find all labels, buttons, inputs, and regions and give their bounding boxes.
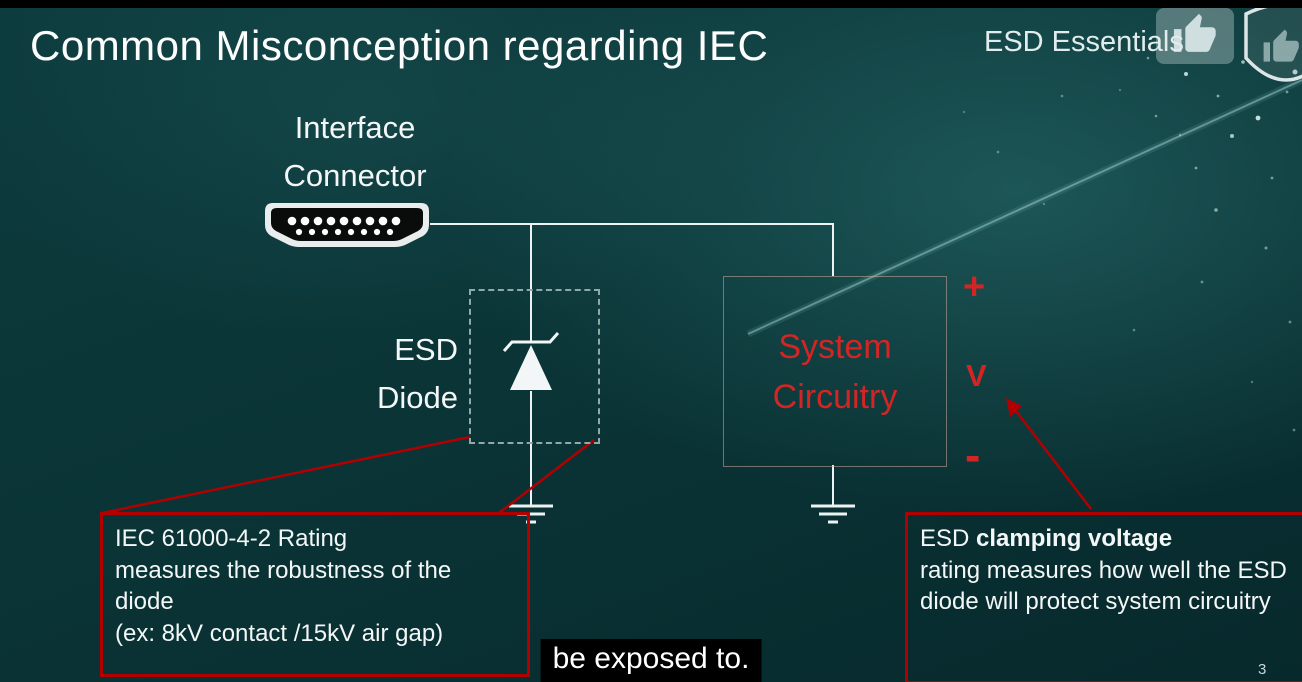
iec-rating-callout: IEC 61000-4-2 Rating measures the robust… (100, 512, 530, 677)
clamping-arrow-icon (1006, 398, 1092, 510)
system-circuitry-label-line1: System (778, 327, 892, 366)
clamping-text-rest: rating measures how well the ESD diode w… (920, 556, 1287, 616)
circuit-wires (430, 223, 834, 505)
callout-leader-lines (101, 435, 595, 515)
tvs-diode-icon (502, 332, 560, 390)
clamping-text-bold: clamping voltage (976, 525, 1173, 552)
shield-icon (1244, 2, 1302, 82)
clamping-text-prefix: ESD (920, 525, 977, 552)
polarity-minus: - (965, 429, 981, 481)
voltage-label: V (966, 358, 987, 393)
hdmi-connector-icon (265, 203, 429, 247)
system-circuitry-label-line2: Circuitry (772, 377, 898, 416)
subtitle-caption: be exposed to. (540, 639, 762, 682)
esd-diode-label-line2: Diode (377, 380, 458, 415)
esd-diode-label: ESD Diode (330, 326, 458, 422)
iec-rating-line3: (ex: 8kV contact /15kV air gap) (115, 619, 444, 647)
interface-connector-label-line2: Connector (283, 158, 427, 193)
thumbs-up-icon (1156, 8, 1234, 64)
star-field (962, 42, 1298, 432)
clamping-voltage-callout: ESD clamping voltage rating measures how… (905, 512, 1302, 682)
esd-diode-label-line1: ESD (394, 332, 458, 367)
system-circuitry-box: System Circuitry (723, 276, 947, 467)
iec-rating-line1: IEC 61000-4-2 Rating (115, 525, 348, 552)
top-letterbox-bar (0, 0, 1302, 8)
interface-connector-label: Interface Connector (252, 104, 458, 200)
iec-rating-line2: measures the robustness of the diode (115, 556, 452, 616)
slide-title: Common Misconception regarding IEC (30, 22, 769, 69)
page-number: 3 (1258, 661, 1267, 678)
interface-connector-label-line1: Interface (294, 110, 416, 145)
brand-title: ESD Essentials (984, 26, 1184, 58)
polarity-plus: + (963, 266, 986, 308)
light-streak (746, 76, 1302, 338)
ground-icon (811, 504, 855, 524)
esd-diode-highlight-box (469, 289, 600, 444)
